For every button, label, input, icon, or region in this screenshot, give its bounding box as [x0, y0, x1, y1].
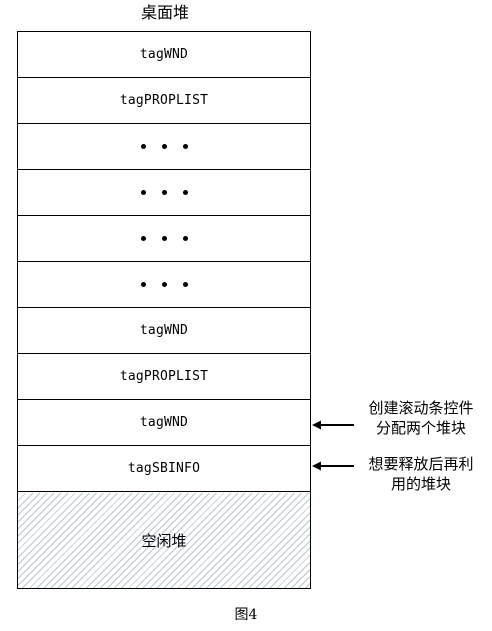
- block-label: tagSBINFO: [127, 461, 201, 476]
- block-label: tagPROPLIST: [119, 369, 209, 384]
- heap-block-tagwnd-3: tagWND: [18, 400, 310, 446]
- heap-block-ellipsis-2: [18, 170, 310, 216]
- block-label: tagPROPLIST: [119, 93, 209, 108]
- ellipsis-dots: [140, 282, 188, 287]
- annotation-line: 用的堆块: [390, 475, 451, 493]
- heap-title: 桌面堆: [140, 3, 189, 22]
- heap-block-tagproplist-2: tagPROPLIST: [18, 354, 310, 400]
- figure-caption: 图4: [234, 607, 258, 623]
- heap-block-tagproplist-1: tagPROPLIST: [18, 78, 310, 124]
- annotation-line: 分配两个堆块: [375, 419, 466, 437]
- heap-block-tagwnd-2: tagWND: [18, 308, 310, 354]
- annotation-reuse-block: 想要释放后再利 用的堆块: [356, 454, 486, 494]
- free-heap-region: 空闲堆: [18, 493, 310, 588]
- free-heap-label: 空闲堆: [141, 532, 187, 550]
- annotation-create-scrollbar: 创建滚动条控件 分配两个堆块: [356, 398, 486, 438]
- annotation-line: 想要释放后再利: [368, 455, 474, 473]
- heap-block-ellipsis-1: [18, 124, 310, 170]
- heap-block-ellipsis-3: [18, 216, 310, 262]
- left-arrow-icon: [312, 461, 354, 471]
- ellipsis-dots: [140, 190, 188, 195]
- desktop-heap: tagWND tagPROPLIST tagWND tagPROPLIST ta…: [17, 31, 311, 589]
- ellipsis-dots: [140, 144, 188, 149]
- block-label: tagWND: [139, 323, 189, 338]
- annotation-line: 创建滚动条控件: [368, 399, 474, 417]
- block-label: tagWND: [139, 47, 189, 62]
- block-label: tagWND: [139, 415, 189, 430]
- heap-block-tagsbinfo: tagSBINFO: [18, 446, 310, 492]
- ellipsis-dots: [140, 236, 188, 241]
- heap-block-tagwnd-1: tagWND: [18, 32, 310, 78]
- heap-block-ellipsis-4: [18, 262, 310, 308]
- left-arrow-icon: [312, 420, 354, 430]
